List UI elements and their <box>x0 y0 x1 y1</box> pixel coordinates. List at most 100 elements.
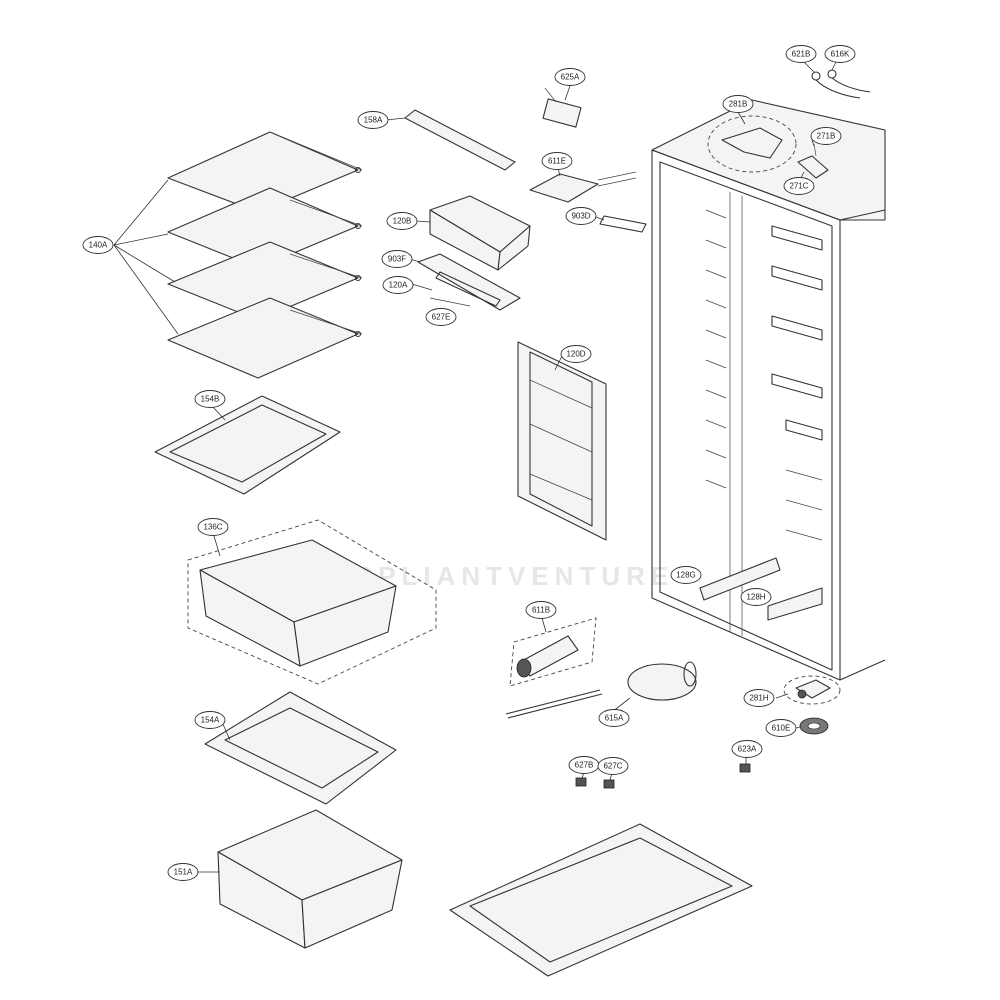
callout-bubble <box>560 345 592 363</box>
callout-label: 271B <box>817 132 836 141</box>
callout-label: 140A <box>89 241 108 250</box>
panel-120d <box>517 341 607 541</box>
cover-rail-158a <box>385 109 516 171</box>
callout-627e: 627E <box>425 308 457 326</box>
callout-154a: 154A <box>194 711 226 729</box>
callout-627c: 627C <box>597 757 629 775</box>
callout-627b: 627B <box>568 756 600 774</box>
shelf-frame-154b <box>154 395 341 495</box>
callout-label: 611E <box>548 157 566 166</box>
callout-611e: 611E <box>541 152 573 170</box>
callout-625a: 625A <box>554 68 586 86</box>
callout-label: 281H <box>749 694 768 703</box>
callout-bubble <box>82 236 114 254</box>
callout-281h: 281H <box>743 689 775 707</box>
callout-610e: 610E <box>765 719 797 737</box>
callout-bubble <box>525 601 557 619</box>
callout-label: 154B <box>201 395 220 404</box>
callout-label: 903F <box>388 255 406 264</box>
hinge-281b <box>707 111 797 173</box>
callout-623a: 623A <box>731 740 763 758</box>
callout-615a: 615A <box>598 709 630 727</box>
callout-128g: 128G <box>670 566 702 584</box>
callout-bubble <box>740 588 772 606</box>
drawer-cover-154a <box>204 691 397 805</box>
callout-bubble <box>425 308 457 326</box>
callout-label: 616K <box>831 50 850 59</box>
callout-621b: 621B <box>785 45 817 63</box>
callout-label: 621B <box>792 50 811 59</box>
callout-bubble <box>670 566 702 584</box>
callout-281b: 281B <box>722 95 754 113</box>
callout-903d: 903D <box>565 207 597 225</box>
callout-label: 625A <box>561 73 580 82</box>
callout-label: 120B <box>393 217 412 226</box>
glass-shelf-4 <box>167 297 363 379</box>
ring-610e <box>795 717 829 735</box>
callout-120a: 120A <box>382 276 414 294</box>
tubes-621b-616k <box>803 61 871 99</box>
callout-label: 120A <box>389 281 408 290</box>
callout-bubble <box>381 250 413 268</box>
callout-bubble <box>785 45 817 63</box>
callout-bubble <box>357 111 389 129</box>
callout-271c: 271C <box>783 177 815 195</box>
callout-bubble <box>597 757 629 775</box>
callout-bubble <box>824 45 856 63</box>
callout-128h: 128H <box>740 588 772 606</box>
callout-label: 158A <box>364 116 383 125</box>
callout-bubble <box>554 68 586 86</box>
callout-903f: 903F <box>381 250 413 268</box>
part-callouts: 140A 154B 136C 154A 151A 158A 625A 611E 903D 120B… <box>82 45 856 881</box>
glass-shelf-2 <box>167 187 363 269</box>
callout-label: 281B <box>729 100 748 109</box>
callout-120b: 120B <box>386 212 418 230</box>
callout-bubble <box>598 709 630 727</box>
callout-bubble <box>541 152 573 170</box>
sensor-625a <box>542 85 582 128</box>
callout-154b: 154B <box>194 390 226 408</box>
callout-label: 610E <box>772 724 791 733</box>
callout-bubble <box>565 207 597 225</box>
hinge-281h <box>775 675 841 705</box>
glass-shelves <box>113 131 363 379</box>
callout-140a: 140A <box>82 236 114 254</box>
callout-bubble <box>197 518 229 536</box>
callout-label: 136C <box>203 523 222 532</box>
callout-label: 128H <box>746 593 765 602</box>
lower-drawer-151a <box>196 809 403 949</box>
pad-903d <box>595 215 647 233</box>
callout-151a: 151A <box>167 863 199 881</box>
callout-label: 151A <box>174 868 193 877</box>
callout-label: 615A <box>605 714 624 723</box>
callout-label: 271C <box>789 182 808 191</box>
bottom-tray <box>449 823 753 977</box>
hinge-parts-271 <box>797 139 829 181</box>
callout-bubble <box>731 740 763 758</box>
callout-label: 627E <box>432 313 451 322</box>
valve-611b <box>509 617 597 687</box>
pump-615a <box>505 661 697 719</box>
callout-bubble <box>743 689 775 707</box>
callout-bubble <box>382 276 414 294</box>
callout-label: 128G <box>676 571 696 580</box>
callout-158a: 158A <box>357 111 389 129</box>
bracket-120a <box>409 253 521 311</box>
housing-120b <box>415 195 531 271</box>
callout-label: 903D <box>571 212 590 221</box>
callout-616k: 616K <box>824 45 856 63</box>
callout-label: 623A <box>738 745 757 754</box>
callout-label: 154A <box>201 716 220 725</box>
callout-136c: 136C <box>197 518 229 536</box>
callout-bubble <box>722 95 754 113</box>
clip-623a <box>739 756 751 773</box>
callout-bubble <box>194 390 226 408</box>
callout-271b: 271B <box>810 127 842 145</box>
callout-bubble <box>783 177 815 195</box>
callout-120d: 120D <box>560 345 592 363</box>
callout-label: 120D <box>566 350 585 359</box>
crisper-drawer-136c <box>187 519 437 685</box>
glass-shelf-3 <box>167 241 363 321</box>
callout-bubble <box>765 719 797 737</box>
